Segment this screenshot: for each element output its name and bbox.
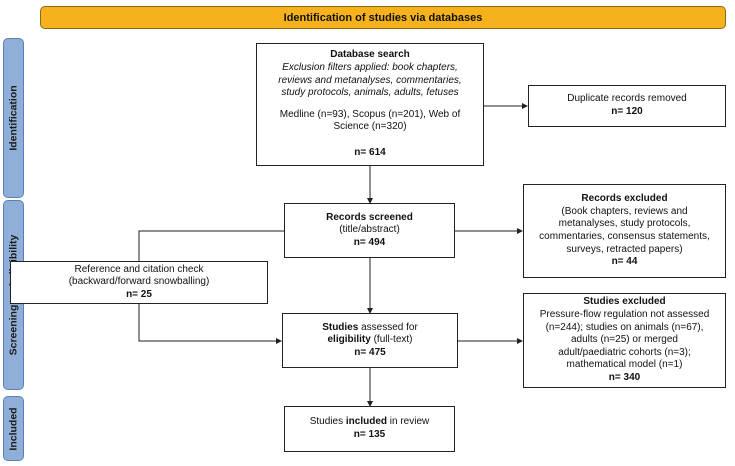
included-bold: included [345,416,387,428]
banner-title-text: Identification of studies via databases [283,11,483,24]
studies-excluded-line-1: Pressure-flow regulation not assessed [539,309,710,321]
phase-identification: Identification [3,38,24,198]
eligibility-count: n= 475 [354,346,386,358]
eligibility-bold-1: Studies [322,321,359,333]
eligibility-text-2: (full-text) [370,334,413,346]
included-line-1: Studies included in review [310,416,430,429]
database-search-count: n= 614 [354,146,386,158]
database-search-filter-3: study protocols, animals, adults, fetuse… [281,87,459,99]
studies-excluded-count: n= 340 [608,371,641,383]
records-screened-box: Records screened (title/abstract) n= 494 [284,203,455,258]
reference-check-line-2: (backward/forward snowballing) [68,276,210,288]
records-excluded-line-2: metanalyses, study protocols, [558,218,691,230]
included-text-2: in review [387,416,430,428]
records-screened-title: Records screened [326,211,413,223]
duplicates-box: Duplicate records removed n= 120 [528,85,726,127]
records-excluded-line-4: surveys, retracted papers) [566,243,683,255]
records-excluded-title: Records excluded [581,193,668,205]
studies-excluded-box: Studies excluded Pressure-flow regulatio… [523,293,726,388]
database-search-sources-1: Medline (n=93), Scopus (n=201), Web of [279,108,461,120]
studies-excluded-line-4: adult/paediatric cohorts (n=3); [558,346,691,358]
duplicates-count: n= 120 [611,106,643,117]
studies-excluded-title: Studies excluded [583,296,666,308]
studies-excluded-line-3: adults (n=25) or merged [570,334,678,346]
records-excluded-count: n= 44 [611,256,638,268]
database-search-sources-2: Science (n=320) [333,121,407,133]
reference-check-box: Reference and citation check (backward/f… [10,261,268,304]
studies-excluded-line-2: (n=244); studies on animals (n=67), [545,321,704,333]
studies-excluded-line-5: mathematical model (n=1) [566,359,683,371]
duplicates-label: Duplicate records removed [567,93,687,105]
eligibility-line-2: eligibility (full-text) [327,334,412,347]
eligibility-box: Studies assessed for eligibility (full-t… [282,313,458,368]
line-snowball-branch [138,230,284,261]
records-screened-subtitle: (title/abstract) [339,224,400,236]
database-search-filter-2: reviews and metanalyses, commentaries, [278,74,462,86]
included-count: n= 135 [353,429,386,440]
database-search-filter-1: Exclusion filters applied: book chapters… [282,62,458,74]
reference-check-count: n= 25 [126,288,152,300]
records-screened-count: n= 494 [353,236,386,248]
included-text-1: Studies [309,416,346,428]
reference-check-line-1: Reference and citation check [74,263,204,275]
eligibility-bold-2: eligibility [327,334,371,346]
records-excluded-line-1: (Book chapters, reviews and [561,205,688,217]
eligibility-text-1: assessed for [358,321,418,333]
phase-included: Included [3,396,24,461]
records-excluded-line-3: commentaries, consensus statements, [539,231,710,242]
included-box: Studies included in review n= 135 [284,406,455,452]
database-search-title: Database search [330,49,410,61]
database-search-box: Database search Exclusion filters applie… [256,43,484,166]
eligibility-line-1: Studies assessed for [322,322,418,335]
records-excluded-box: Records excluded (Book chapters, reviews… [523,184,726,278]
arrow-snowball-to-eligibility [138,304,282,344]
banner-title: Identification of studies via databases [40,6,726,29]
